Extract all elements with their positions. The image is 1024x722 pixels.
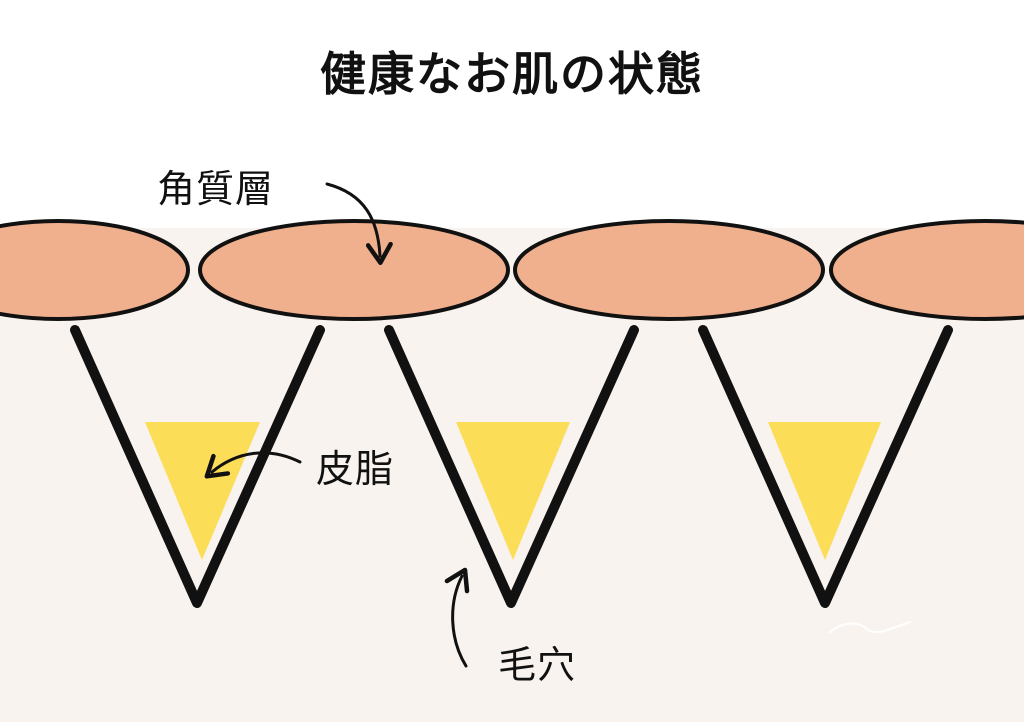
sebum-deposits bbox=[145, 422, 881, 560]
label-stratum-corneum: 角質層 bbox=[157, 167, 275, 211]
pores bbox=[70, 325, 953, 608]
stratum-cells bbox=[0, 219, 1024, 321]
sebum-1 bbox=[145, 422, 260, 560]
arrow-sebum bbox=[204, 451, 302, 479]
decorative-squiggle bbox=[829, 621, 911, 634]
cell-2 bbox=[198, 219, 510, 321]
cell-1 bbox=[0, 219, 190, 321]
label-pore: 毛穴 bbox=[498, 643, 577, 687]
cell-4 bbox=[829, 219, 1024, 321]
arrows bbox=[204, 182, 470, 668]
sebum-3 bbox=[768, 422, 881, 560]
label-sebum: 皮脂 bbox=[316, 447, 395, 491]
arrow-pore bbox=[444, 567, 470, 668]
sebum-2 bbox=[456, 422, 570, 560]
cell-3 bbox=[513, 219, 825, 321]
arrow-stratum bbox=[325, 182, 393, 265]
pore-3 bbox=[698, 325, 953, 608]
pore-2 bbox=[384, 325, 639, 608]
pore-1 bbox=[70, 325, 325, 608]
page-title: 健康なお肌の状態 bbox=[320, 47, 704, 101]
